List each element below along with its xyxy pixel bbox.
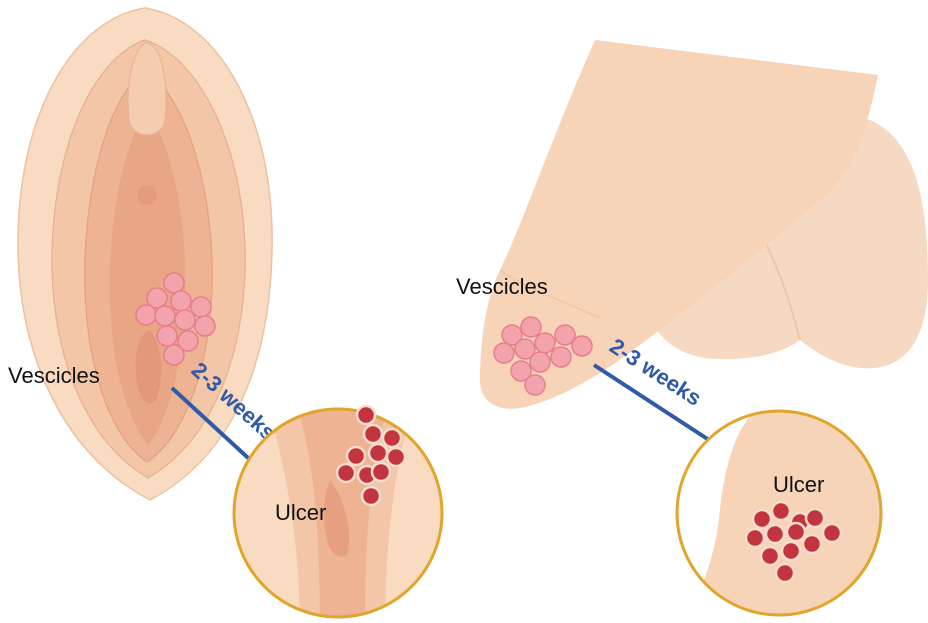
ulcer bbox=[372, 463, 390, 481]
ulcer bbox=[772, 502, 790, 520]
ulcer bbox=[383, 429, 401, 447]
vesicle bbox=[191, 297, 211, 317]
vulva-illustration bbox=[18, 8, 272, 500]
ulcer bbox=[364, 425, 382, 443]
ulcer bbox=[806, 509, 824, 527]
ulcer bbox=[347, 447, 365, 465]
ulcer bbox=[387, 448, 405, 466]
vesicle bbox=[525, 375, 545, 395]
vesicle bbox=[164, 345, 184, 365]
ulcer-label-left: Ulcer bbox=[275, 500, 326, 525]
vesicles-label-right: Vescicles bbox=[456, 274, 548, 299]
ulcer bbox=[766, 525, 784, 543]
ulcer bbox=[823, 524, 841, 542]
vesicle bbox=[175, 310, 195, 330]
ulcer-label-right: Ulcer bbox=[773, 472, 824, 497]
vesicle bbox=[136, 305, 156, 325]
ulcer bbox=[803, 535, 821, 553]
vesicle bbox=[164, 273, 184, 293]
ulcer bbox=[746, 529, 764, 547]
ulcer bbox=[357, 406, 375, 424]
ulcer bbox=[787, 523, 805, 541]
ulcer bbox=[776, 564, 794, 582]
ulcer bbox=[761, 547, 779, 565]
vesicle bbox=[157, 326, 177, 346]
ulcer bbox=[337, 464, 355, 482]
ulcer bbox=[369, 444, 387, 462]
ulcer bbox=[362, 487, 380, 505]
vesicle bbox=[195, 316, 215, 336]
ulcer bbox=[782, 542, 800, 560]
ulcer bbox=[753, 510, 771, 528]
vesicle bbox=[551, 347, 571, 367]
vesicle bbox=[155, 306, 175, 326]
vesicle bbox=[494, 343, 514, 363]
vesicle bbox=[147, 288, 167, 308]
vesicle bbox=[572, 336, 592, 356]
vesicle bbox=[535, 333, 555, 353]
vesicle bbox=[530, 352, 550, 372]
vesicle bbox=[171, 291, 191, 311]
vesicles-label-left: Vescicles bbox=[8, 363, 100, 388]
urethral-opening bbox=[137, 185, 157, 205]
vesicle bbox=[521, 317, 541, 337]
vesicle bbox=[555, 325, 575, 345]
